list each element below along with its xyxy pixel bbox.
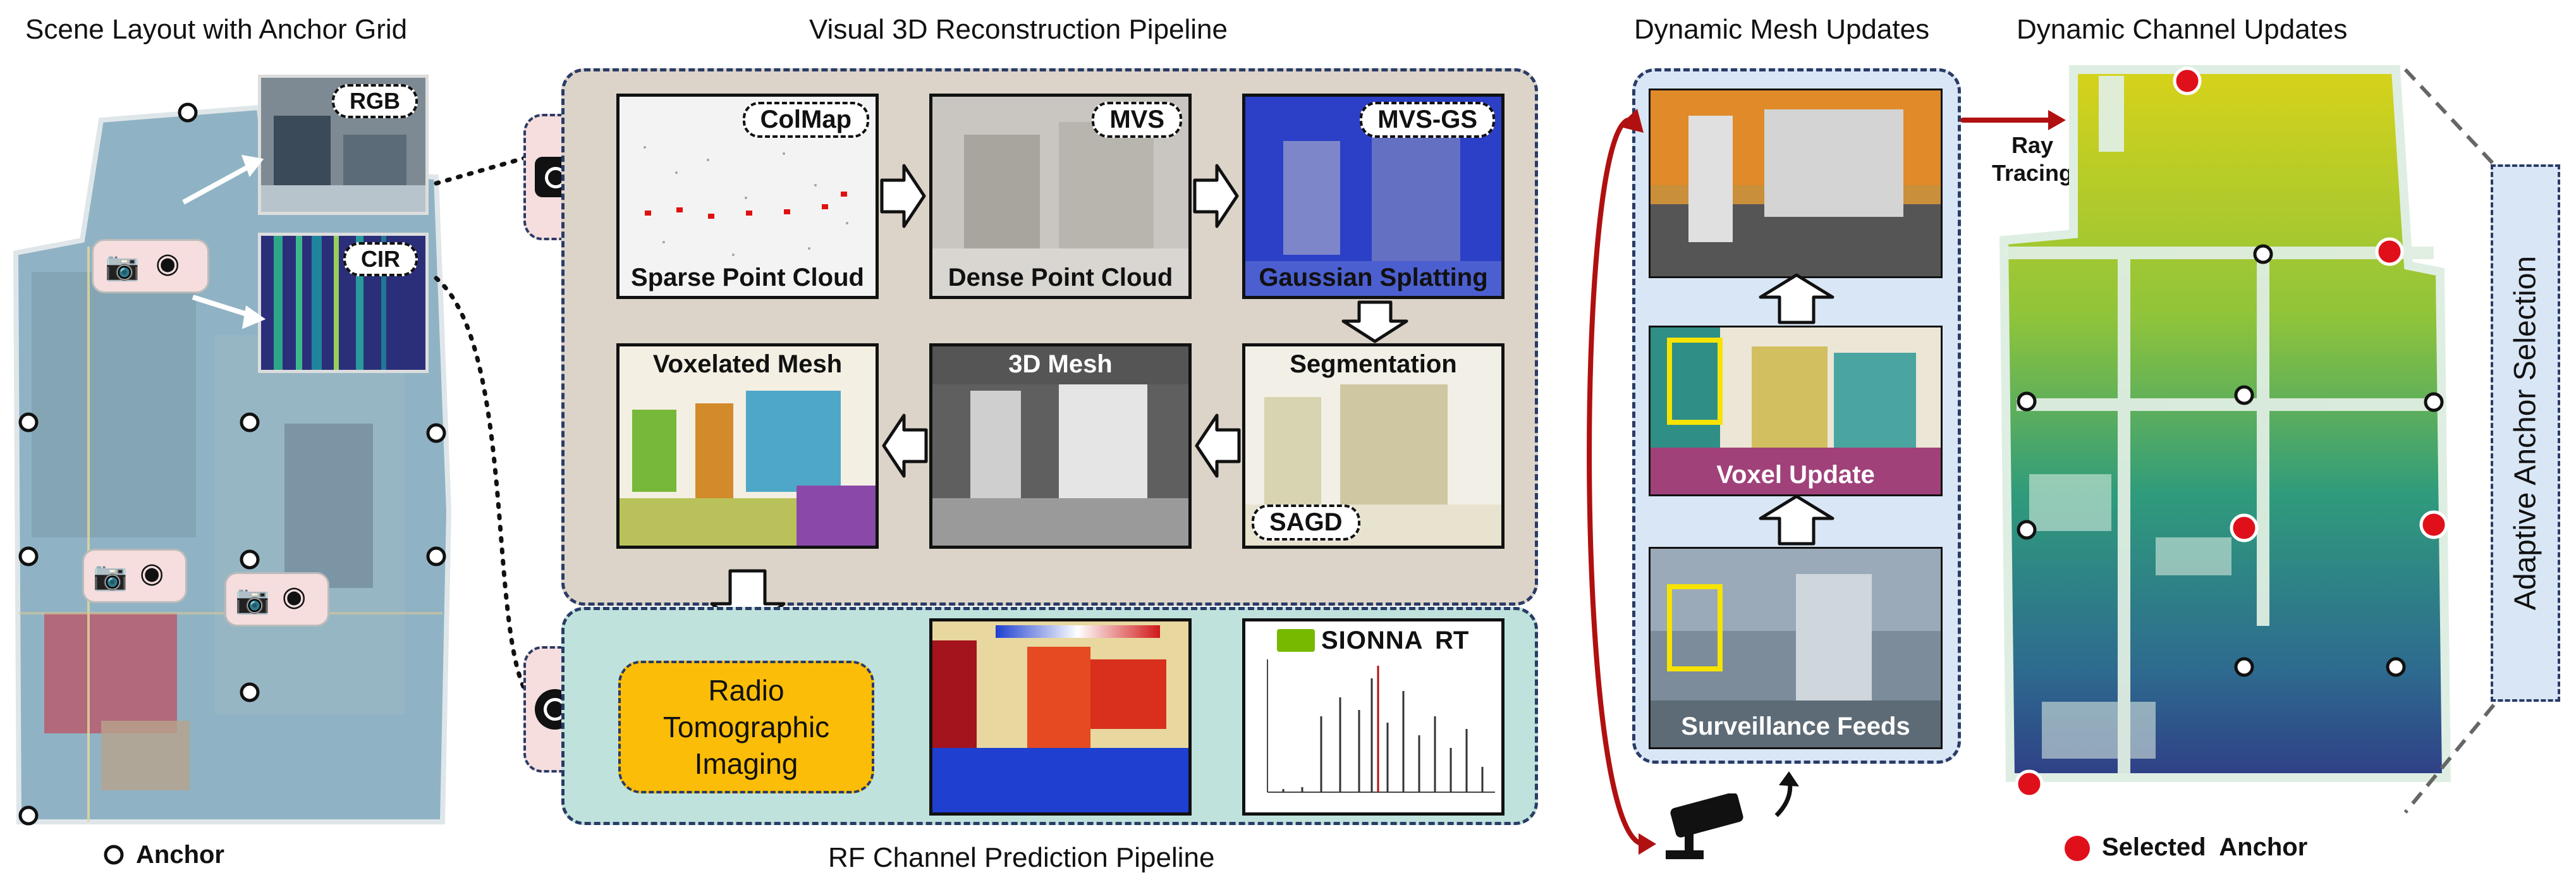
selected-anchor-legend-label: Selected Anchor — [2102, 833, 2308, 861]
arrow-up — [1759, 273, 1834, 324]
anchor-marker — [2017, 391, 2037, 412]
rf-pipeline-title: RF Channel Prediction Pipeline — [828, 842, 1215, 873]
selected-anchor-marker — [2230, 513, 2259, 542]
anchor-legend-label: Anchor — [136, 841, 224, 869]
arrow-right — [1193, 164, 1239, 228]
selected-anchor-marker — [2375, 237, 2404, 266]
sensor-bubble: 📷 ◉ — [92, 239, 209, 293]
nvidia-logo-icon — [1277, 629, 1315, 652]
selected-anchor-marker — [2015, 769, 2044, 798]
scene-arrows — [182, 154, 266, 329]
mesh-updates-title: Dynamic Mesh Updates — [1634, 14, 1930, 45]
ray-tracing-label: Ray Tracing — [1991, 132, 2073, 186]
dynamic-mesh-image — [1649, 89, 1943, 278]
voxel-caption: Voxelated Mesh — [652, 350, 843, 378]
anchor-marker — [2017, 520, 2037, 540]
connector-lines — [434, 156, 546, 711]
wifi-icon: ◉ — [156, 248, 180, 279]
rti-label: Radio Tomographic Imaging — [662, 674, 830, 780]
adaptive-selection-box: Adaptive Anchor Selection — [2491, 164, 2560, 702]
mesh-caption: 3D Mesh — [1008, 350, 1113, 378]
anchor-marker — [18, 546, 39, 566]
segmentation-image: Segmentation SAGD — [1242, 343, 1505, 549]
selected-anchor-marker — [2173, 66, 2202, 95]
rgb-thumbnail: RGB — [258, 75, 429, 215]
anchor-marker — [426, 546, 446, 566]
selected-anchor-legend-icon — [2065, 836, 2090, 861]
rgb-label: RGB — [332, 84, 418, 118]
anchor-marker — [426, 423, 446, 443]
sensor-bubble: 📷 ◉ — [82, 549, 187, 603]
anchor-marker — [2424, 392, 2444, 412]
cir-label: CIR — [343, 242, 418, 276]
camera-icon: 📷 — [235, 584, 270, 615]
arrow-left — [882, 413, 928, 478]
wifi-icon: ◉ — [282, 581, 307, 612]
channel-updates-title: Dynamic Channel Updates — [2017, 14, 2348, 45]
anchor-marker — [240, 412, 260, 432]
scene-layout-title: Scene Layout with Anchor Grid — [25, 14, 408, 45]
arrow-right — [880, 164, 926, 228]
mesh-up-arrows — [1759, 273, 1834, 546]
visual-pipeline-title: Visual 3D Reconstruction Pipeline — [809, 14, 1228, 45]
anchor-marker — [2253, 244, 2273, 264]
3d-mesh-image: 3D Mesh — [929, 343, 1192, 549]
rti-box: Radio Tomographic Imaging — [618, 661, 874, 793]
wifi-icon: ◉ — [140, 558, 164, 589]
dense-point-cloud-image: MVS Dense Point Cloud — [929, 94, 1192, 299]
sionna-rt-chart: SIONNA RT — [1242, 618, 1505, 816]
gs-caption: Gaussian Splatting — [1259, 264, 1488, 291]
anchor-marker — [18, 412, 39, 432]
anchor-marker — [178, 102, 198, 123]
sionna-suffix: RT — [1435, 627, 1469, 654]
channel-heatmap — [1991, 57, 2453, 816]
surveillance-caption: Surveillance Feeds — [1681, 713, 1910, 740]
anchor-legend-icon — [104, 845, 124, 865]
seg-caption: Segmentation — [1290, 350, 1457, 378]
scene-anchor-grid — [18, 102, 446, 826]
dense-caption: Dense Point Cloud — [948, 264, 1173, 291]
camera-icon: 📷 — [93, 561, 128, 592]
selected-anchor-marker — [2419, 510, 2448, 539]
cir-thumbnail: CIR — [258, 233, 429, 373]
sparse-point-cloud-image: ColMap Sparse Point Cloud — [616, 94, 879, 299]
gaussian-splatting-image: MVS-GS Gaussian Splatting — [1242, 94, 1505, 299]
sionna-label: SIONNA — [1321, 627, 1424, 654]
anchor-marker — [240, 549, 260, 570]
cctv-camera-icon — [1659, 793, 1761, 863]
anchor-marker — [18, 805, 39, 826]
voxel-update-caption: Voxel Update — [1716, 461, 1875, 489]
anchor-marker — [2234, 385, 2254, 405]
colmap-tag: ColMap — [742, 102, 869, 138]
voxel-update-image: Voxel Update — [1649, 326, 1943, 496]
sagd-tag: SAGD — [1252, 505, 1360, 541]
sensor-bubble: 📷 ◉ — [224, 572, 329, 627]
arrow-up — [1759, 494, 1834, 546]
anchor-marker — [2386, 657, 2406, 677]
rti-result-image — [929, 618, 1192, 816]
surveillance-image: Surveillance Feeds — [1649, 547, 1943, 749]
voxelated-mesh-image: Voxelated Mesh — [616, 343, 879, 549]
arrow-left — [1195, 413, 1241, 478]
camera-icon: 📷 — [105, 251, 140, 282]
mvsgs-tag: MVS-GS — [1360, 102, 1495, 138]
anchor-marker — [2234, 657, 2254, 677]
anchor-marker — [240, 682, 260, 702]
adaptive-label: Adaptive Anchor Selection — [2508, 255, 2542, 611]
mvs-tag: MVS — [1092, 102, 1182, 138]
sparse-caption: Sparse Point Cloud — [631, 264, 864, 291]
arrow-down — [1341, 300, 1408, 343]
